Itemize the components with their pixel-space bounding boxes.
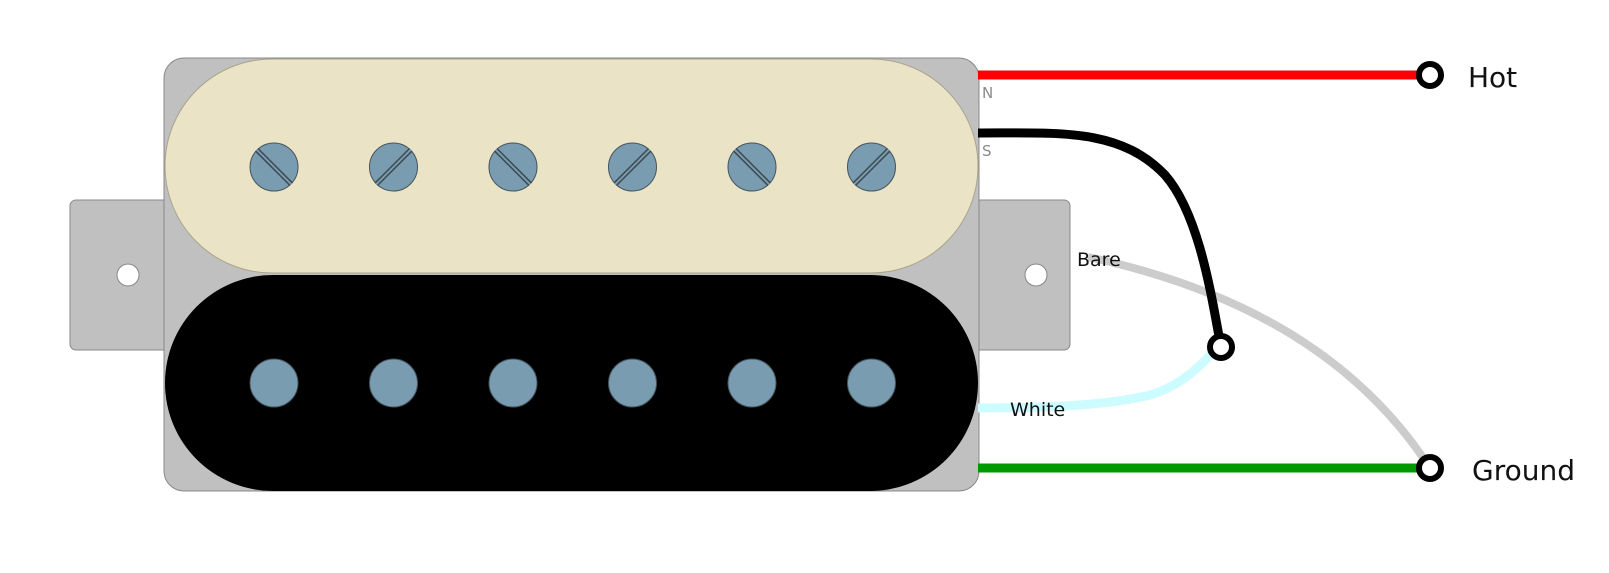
north-coil-label: N (982, 84, 993, 102)
slug-pole-piece (847, 358, 896, 408)
top-bobbin (164, 58, 979, 274)
mounting-ear-right (969, 199, 1071, 351)
white-wire-label: White (1010, 399, 1065, 421)
slug-pole-piece (608, 358, 657, 408)
screw-slot-inner (495, 149, 531, 185)
south-coil-label: S (982, 142, 992, 160)
series-link-terminal (1207, 333, 1235, 361)
mounting-hole-left (116, 263, 140, 287)
bare-wire-label: Bare (1077, 249, 1121, 271)
screw-slot-inner (256, 149, 292, 185)
screw-slot-inner (614, 149, 651, 185)
white-wire (977, 343, 1222, 413)
mounting-hole-right (1024, 263, 1048, 287)
slug-pole-pieces (249, 358, 896, 408)
screw-slot-inner (734, 149, 770, 185)
slug-pole-piece (488, 358, 538, 408)
slug-pole-piece (249, 358, 299, 408)
bottom-bobbin (165, 275, 978, 491)
hot-terminal (1416, 61, 1444, 89)
slug-pole-piece (727, 358, 777, 408)
bare-wire (1087, 253, 1434, 471)
screw-pole-pieces (249, 142, 896, 192)
ground-terminal (1416, 454, 1444, 482)
screw-slot-inner (853, 149, 890, 185)
screw-slot-inner (375, 149, 412, 185)
slug-pole-piece (369, 358, 418, 408)
north-finish-black-wire (977, 128, 1226, 348)
ground-label: Ground (1472, 454, 1575, 487)
hot-label: Hot (1468, 61, 1517, 94)
